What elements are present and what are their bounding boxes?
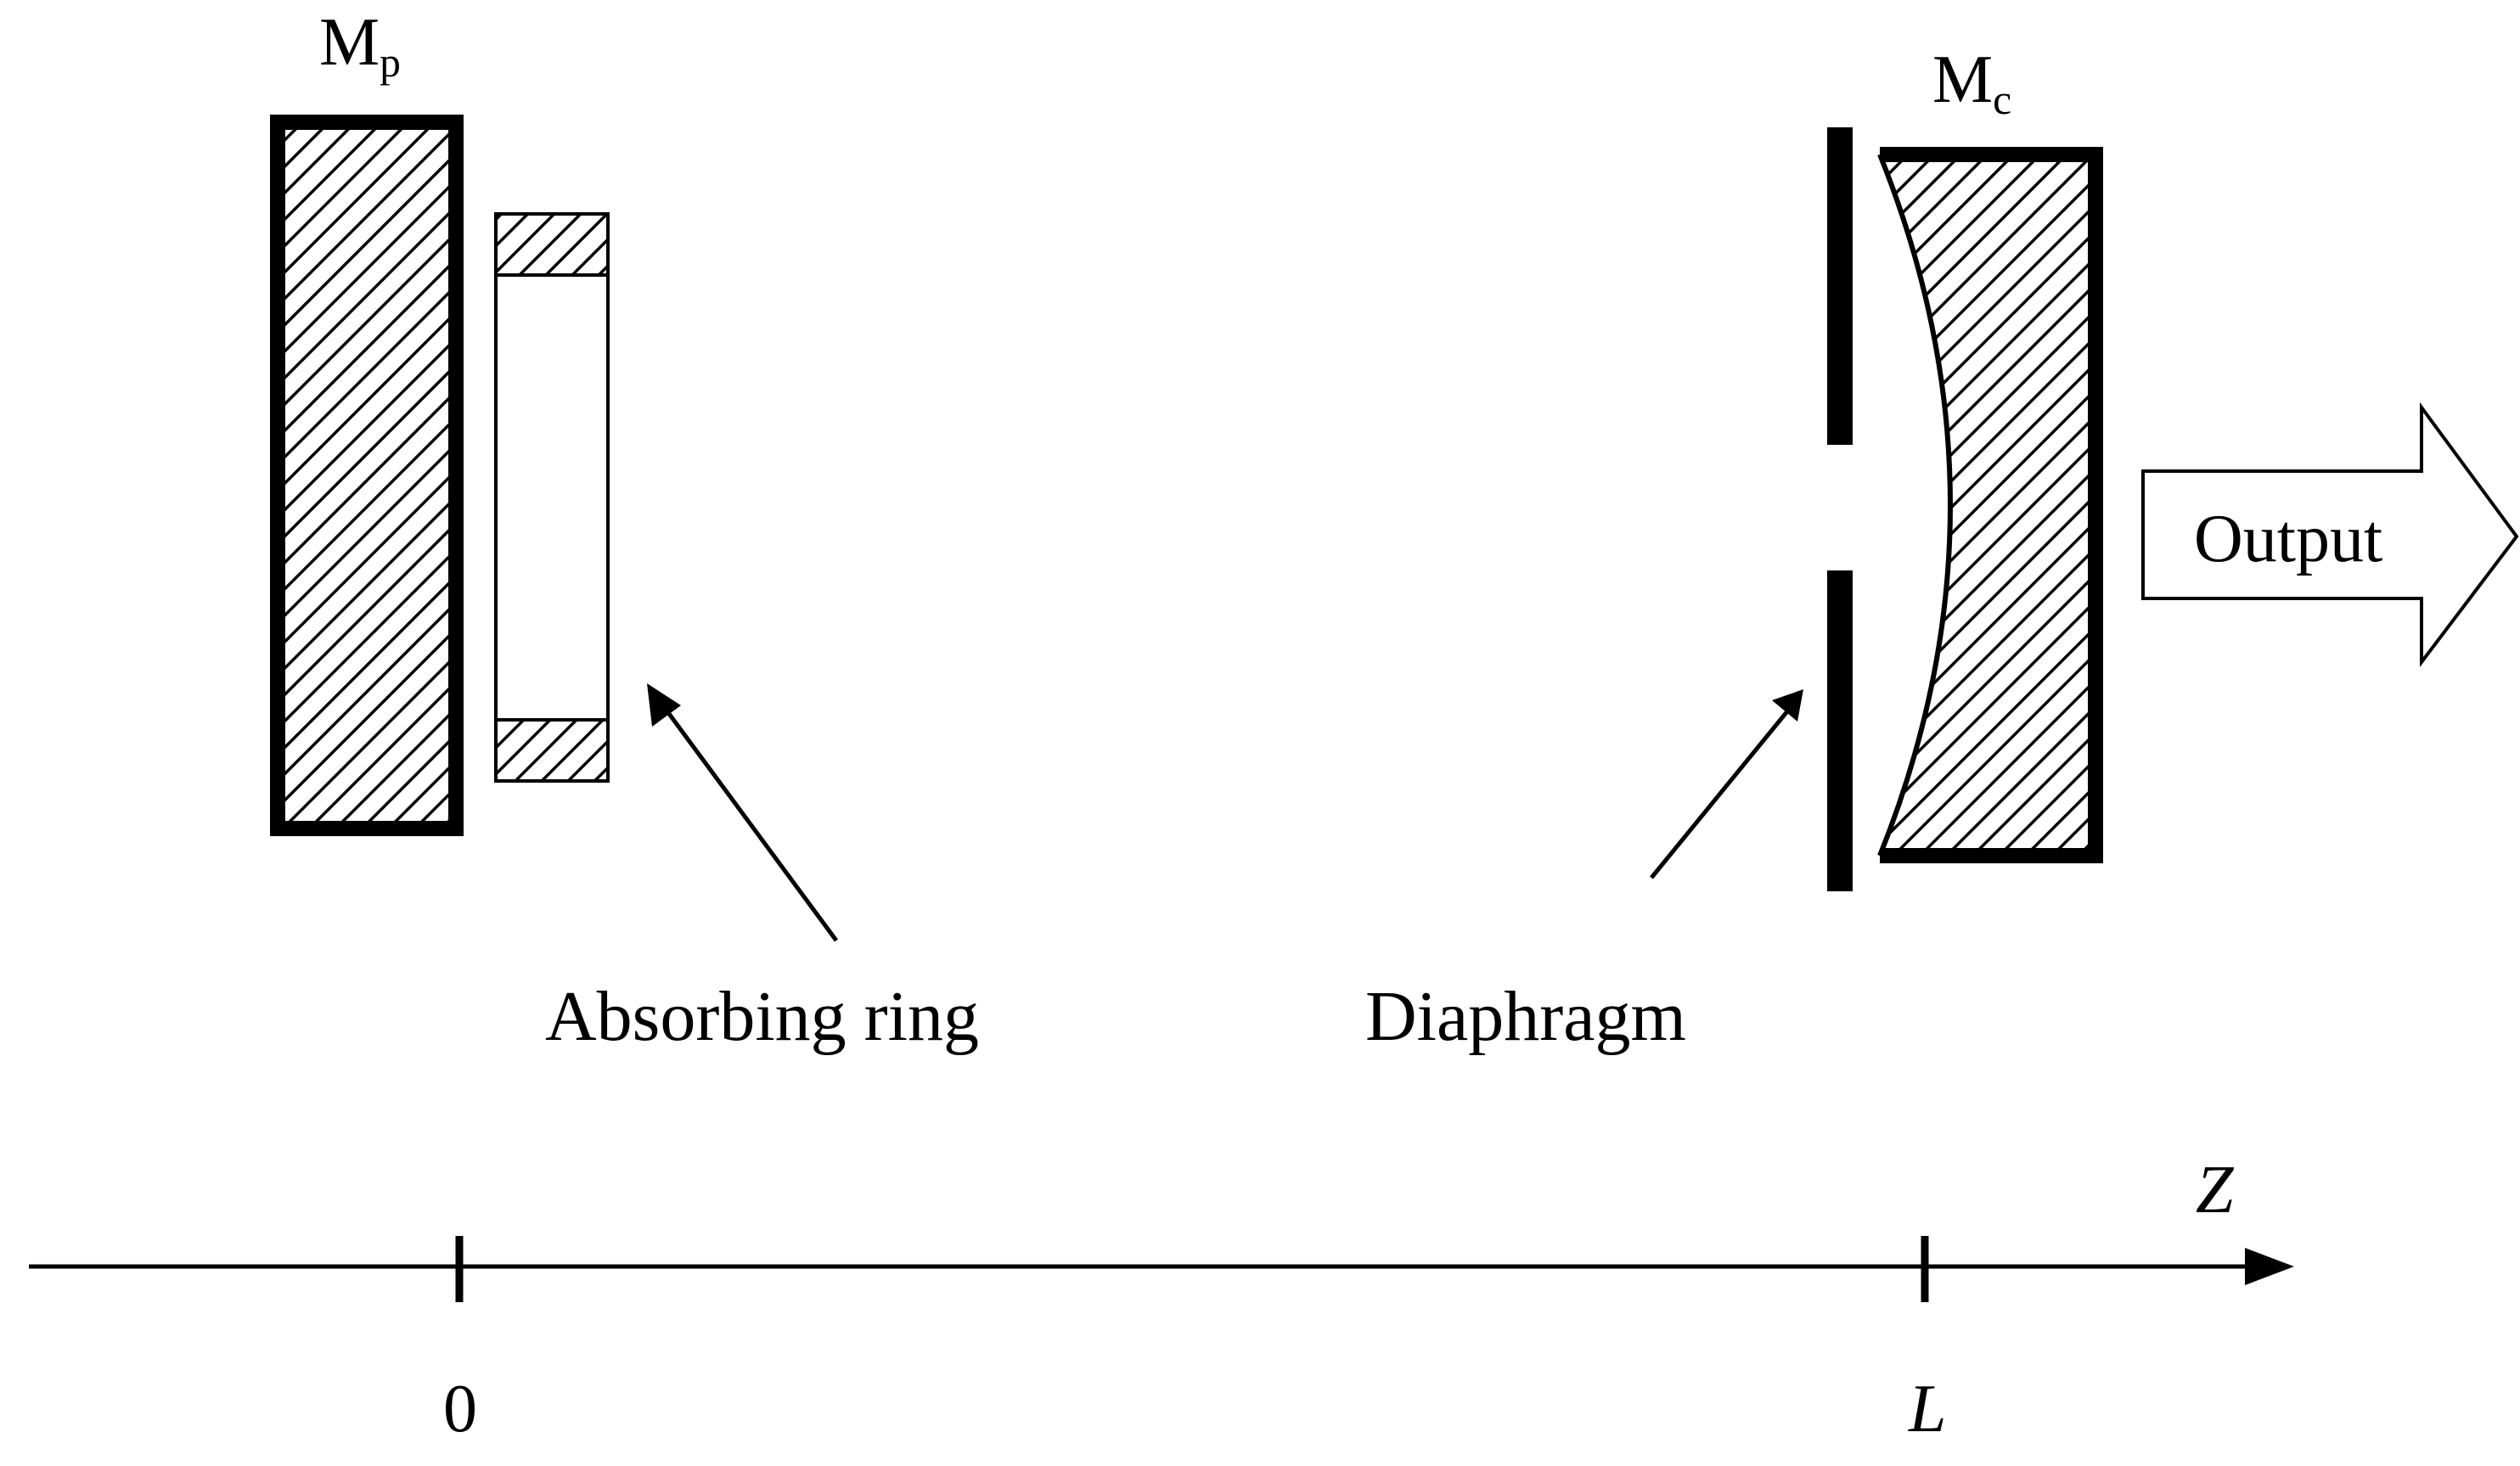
plane-mirror (270, 115, 464, 836)
diaphragm (1827, 127, 1853, 891)
axis-tick-label-L: L (1909, 1372, 1947, 1446)
absorbing-ring-label: Absorbing ring (545, 977, 979, 1056)
diaphragm-lower-blade (1827, 570, 1853, 891)
z-axis (29, 1236, 2294, 1302)
diaphragm-label: Diaphragm (1365, 977, 1686, 1056)
diaphragm-upper-blade (1827, 127, 1853, 445)
plane-mirror-label: Mp (319, 5, 401, 86)
absorbing-ring-bottom-section (494, 718, 610, 783)
curved-mirror-label: Mc (1932, 42, 2012, 123)
axis-name-label: Z (2196, 1153, 2234, 1227)
axis-tick-label-0: 0 (443, 1372, 477, 1446)
output-label: Output (2194, 502, 2383, 576)
output-arrow (2141, 402, 2519, 667)
absorbing-ring-pointer (647, 683, 839, 942)
absorbing-ring-top-section (494, 212, 610, 277)
curved-mirror (1877, 147, 2103, 863)
absorbing-ring (494, 212, 610, 783)
diaphragm-pointer (1650, 689, 1803, 879)
